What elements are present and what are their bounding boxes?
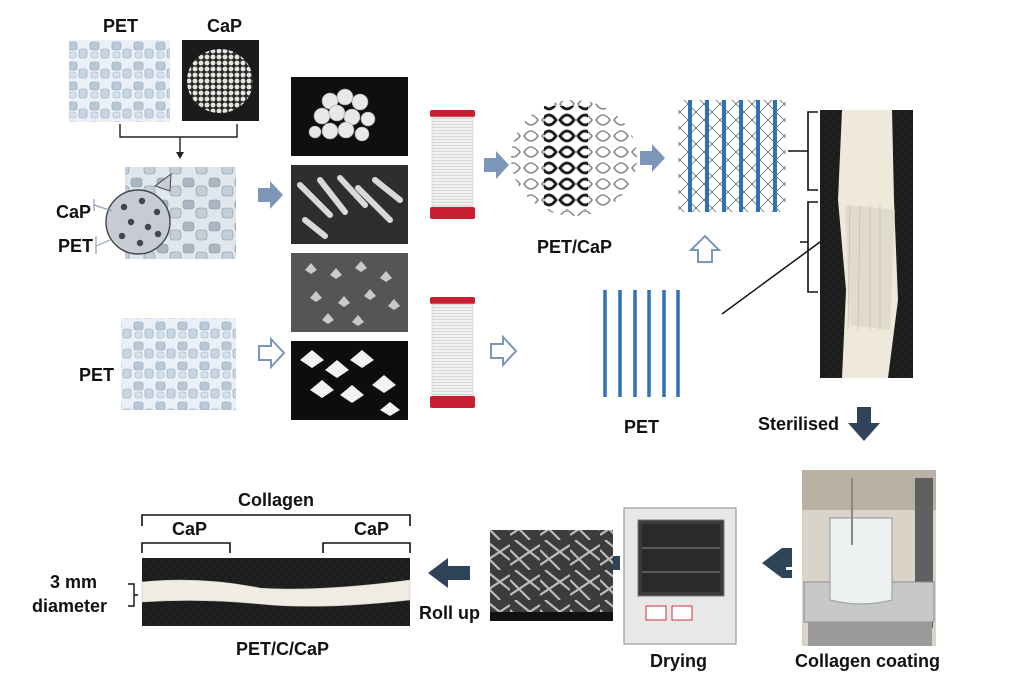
label-pet-side: PET — [58, 236, 94, 256]
collagen-bracket — [141, 514, 411, 526]
label-pet-cap: PET/CaP — [537, 237, 613, 257]
collagen-coating-photo — [802, 470, 936, 646]
label-sterilised: Sterilised — [758, 414, 840, 434]
arrow-to-pet-fibers — [490, 334, 518, 368]
label-diameter-word: diameter — [32, 596, 108, 616]
brace-bottom — [800, 201, 818, 293]
label-final-product: PET/C/CaP — [236, 639, 330, 659]
cap-left-bracket — [141, 542, 231, 553]
arrow-to-drying — [762, 548, 792, 578]
join-arrowhead — [176, 152, 184, 159]
cap-granules-pile — [187, 49, 253, 113]
pet-pellets-photo-bottom — [121, 318, 236, 410]
spool-pet — [430, 297, 475, 408]
label-collagen: Collagen — [238, 490, 315, 510]
arrow-to-knit — [484, 151, 509, 179]
label-cap-left: CaP — [172, 519, 208, 539]
pet-fibers — [603, 290, 680, 397]
spool-cap — [430, 110, 475, 219]
label-diameter-value: 3 mm — [50, 572, 98, 592]
arrow-up-outline — [688, 234, 722, 263]
final-product-photo — [141, 558, 411, 626]
label-collagen-coating: Collagen coating — [795, 651, 941, 671]
pet-pellets-photo-top — [69, 40, 170, 122]
label-cap-side: CaP — [56, 202, 92, 222]
drying-oven-photo — [623, 507, 737, 645]
connector-line — [721, 241, 821, 315]
arrow-to-sem-cap — [258, 181, 283, 209]
scaffold-photo — [820, 110, 913, 378]
sem-pet-trilobal-low — [291, 253, 408, 332]
sem-cap-fibers — [291, 165, 408, 244]
diameter-bracket — [128, 583, 138, 607]
label-cap-right: CaP — [354, 519, 390, 539]
label-roll-up: Roll up — [419, 603, 480, 623]
label-drying: Drying — [650, 651, 708, 671]
arrow-sterilised — [848, 407, 880, 441]
label-pet-top: PET — [103, 16, 139, 36]
label-cap-top: CaP — [207, 16, 243, 36]
composite-mesh — [678, 100, 786, 212]
cap-right-bracket — [322, 542, 411, 553]
sem-collagen-coated — [490, 530, 613, 621]
arrow-roll-up — [428, 558, 470, 588]
knit-structure — [511, 100, 637, 216]
label-pet-left: PET — [79, 365, 115, 385]
arrow-to-composite-mesh — [640, 144, 665, 172]
brace-top — [788, 111, 818, 191]
label-pet-bottom: PET — [624, 417, 660, 437]
cap-particles — [118, 197, 162, 247]
arrow-to-sem-pet — [258, 336, 286, 370]
